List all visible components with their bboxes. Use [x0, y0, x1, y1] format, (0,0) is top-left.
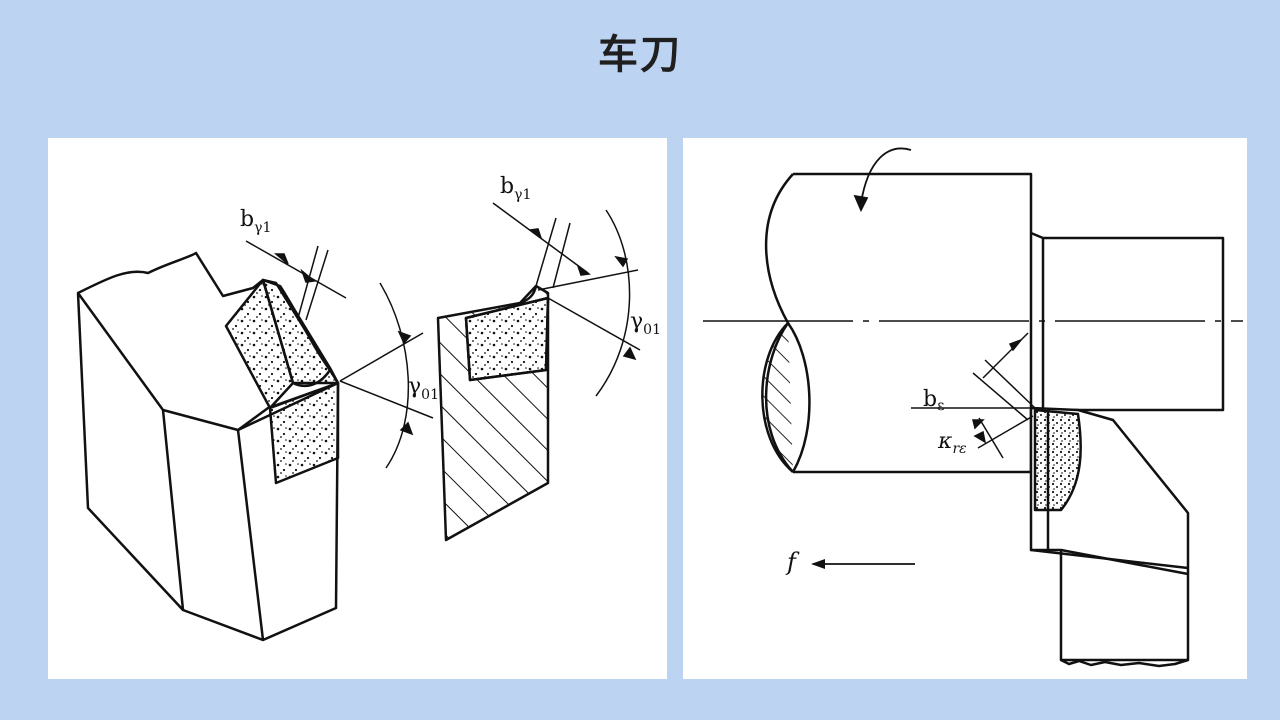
- tool-body: [76, 251, 340, 642]
- label-kappa-r-epsilon: κrε: [937, 429, 967, 457]
- left-diagram-panel: bγ1 γ01 bγ1: [48, 138, 667, 679]
- label-b-gamma1-left: bγ1: [240, 207, 271, 236]
- dimension-b-gamma1-right: [492, 202, 591, 289]
- angle-gamma01-right: [537, 209, 641, 397]
- label-gamma01-left: γ01: [408, 374, 439, 403]
- feed-arrow-icon: [811, 559, 915, 569]
- dimension-b-gamma1-left: [245, 240, 347, 321]
- rotation-arrow-icon: [853, 147, 912, 213]
- dimension-b-epsilon: [911, 332, 1036, 459]
- turning-tool-chip-breaker-diagram: bγ1 γ01 bγ1: [76, 174, 661, 642]
- label-b-gamma1-right: bγ1: [500, 174, 531, 203]
- turning-operation-diagram: bε κrε f: [703, 147, 1243, 668]
- tool-cross-section: [436, 284, 550, 542]
- label-gamma01-right: γ01: [630, 309, 661, 338]
- cutting-tool: [1029, 406, 1190, 668]
- right-diagram-panel: bε κrε f: [683, 138, 1247, 679]
- angle-gamma01-left: [339, 282, 434, 469]
- workpiece: [761, 172, 1225, 474]
- carbide-insert: [224, 278, 340, 485]
- label-b-epsilon: bε: [923, 387, 944, 414]
- label-feed-f: f: [785, 548, 800, 576]
- slide-title: 车刀: [598, 32, 682, 78]
